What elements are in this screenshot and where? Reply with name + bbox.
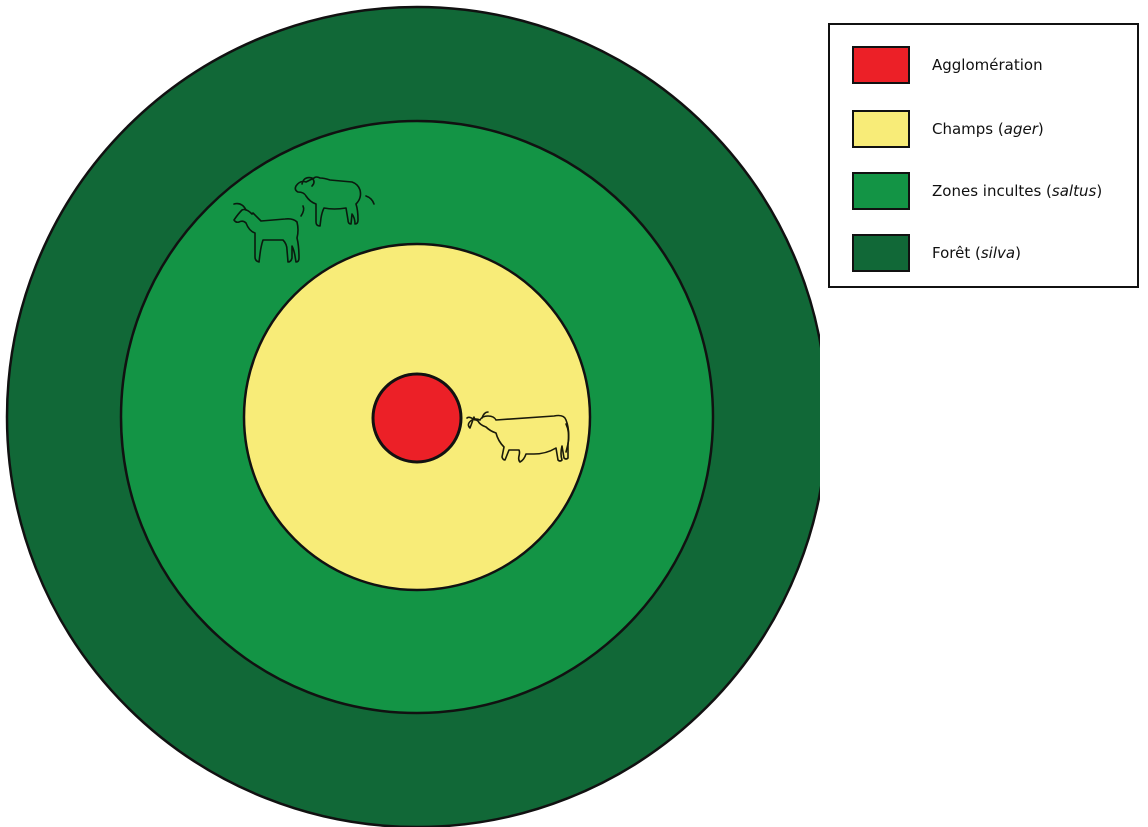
- legend-item-silva: Forêt (silva): [852, 233, 1021, 273]
- legend-label: Zones incultes (saltus): [932, 182, 1102, 200]
- legend-label: Forêt (silva): [932, 244, 1021, 262]
- concentric-zones-diagram: [0, 0, 820, 827]
- legend-label: Champs (ager): [932, 120, 1044, 138]
- legend-swatch: [852, 234, 910, 272]
- legend-swatch: [852, 172, 910, 210]
- legend-item-ager: Champs (ager): [852, 109, 1044, 149]
- legend-item-agglomeration: Agglomération: [852, 45, 1043, 85]
- zone-agglomeration: [373, 374, 461, 462]
- legend-swatch: [852, 46, 910, 84]
- legend-item-saltus: Zones incultes (saltus): [852, 171, 1102, 211]
- legend: Agglomération Champs (ager) Zones incult…: [828, 23, 1139, 288]
- legend-swatch: [852, 110, 910, 148]
- legend-label: Agglomération: [932, 56, 1043, 74]
